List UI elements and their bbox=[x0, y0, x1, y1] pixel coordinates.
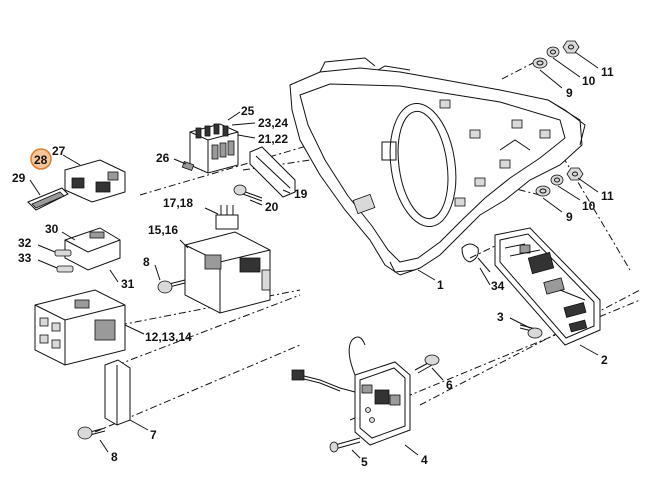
label-17-18: 17,18 bbox=[163, 196, 193, 210]
highlight-badge-28 bbox=[30, 148, 52, 170]
label-34: 34 bbox=[491, 279, 505, 293]
nut-washer-top bbox=[532, 40, 580, 69]
label-11-bottom: 11 bbox=[601, 189, 614, 203]
label-2: 2 bbox=[601, 353, 608, 367]
clip-part-34 bbox=[461, 243, 491, 273]
label-27: 27 bbox=[52, 144, 66, 158]
label-7: 7 bbox=[150, 428, 157, 442]
label-9-top: 9 bbox=[566, 86, 573, 100]
screw-part-3 bbox=[519, 324, 543, 339]
rail-part-19 bbox=[249, 146, 296, 198]
label-29: 29 bbox=[12, 171, 26, 185]
module-part-30-31 bbox=[64, 227, 121, 271]
fuse-part-32-33 bbox=[54, 249, 74, 273]
screw-part-8-upper bbox=[157, 279, 186, 294]
transformer-part-15-16 bbox=[184, 231, 271, 314]
label-3: 3 bbox=[497, 310, 504, 324]
label-11-top: 11 bbox=[601, 65, 614, 79]
label-30: 30 bbox=[45, 222, 59, 236]
housing-part-1 bbox=[289, 57, 586, 276]
part-labels: 1 2 3 4 5 6 7 8 8 9 10 11 9 10 11 17,18 … bbox=[12, 65, 614, 469]
label-32: 32 bbox=[18, 236, 32, 250]
label-19: 19 bbox=[294, 187, 308, 201]
label-12-13-14: 12,13,14 bbox=[145, 330, 192, 344]
label-28: 28 bbox=[34, 153, 48, 167]
label-6: 6 bbox=[446, 378, 453, 392]
connector-part-17-18 bbox=[215, 205, 239, 230]
leader-lines bbox=[29, 51, 599, 459]
wedge-part-29 bbox=[27, 187, 69, 211]
nut-washer-bottom bbox=[535, 167, 584, 197]
relay-part-27 bbox=[64, 159, 126, 203]
label-8-lower: 8 bbox=[111, 450, 118, 464]
label-1: 1 bbox=[437, 278, 444, 292]
label-26: 26 bbox=[156, 151, 170, 165]
circuit-board-part-4 bbox=[291, 336, 411, 446]
relay-part-12-13-14 bbox=[34, 289, 126, 366]
screw-part-6 bbox=[414, 354, 440, 374]
circuit-board-part-2 bbox=[494, 227, 601, 346]
terminal-block-part-21-25 bbox=[189, 123, 239, 174]
label-31: 31 bbox=[121, 277, 135, 291]
label-10-top: 10 bbox=[582, 74, 596, 88]
screw-part-8-lower bbox=[77, 426, 106, 440]
label-25: 25 bbox=[241, 104, 255, 118]
label-10-bottom: 10 bbox=[582, 199, 596, 213]
label-5: 5 bbox=[361, 455, 368, 469]
label-23-24: 23,24 bbox=[258, 116, 288, 130]
label-15-16: 15,16 bbox=[148, 223, 178, 237]
rail-part-7 bbox=[104, 359, 131, 426]
label-21-22: 21,22 bbox=[258, 132, 288, 146]
label-20: 20 bbox=[265, 200, 279, 214]
label-33: 33 bbox=[18, 251, 32, 265]
screw-part-20 bbox=[233, 184, 263, 202]
label-8-upper: 8 bbox=[143, 255, 150, 269]
pin-part-5 bbox=[329, 437, 361, 453]
label-4: 4 bbox=[421, 453, 428, 467]
label-9-bottom: 9 bbox=[566, 210, 573, 224]
